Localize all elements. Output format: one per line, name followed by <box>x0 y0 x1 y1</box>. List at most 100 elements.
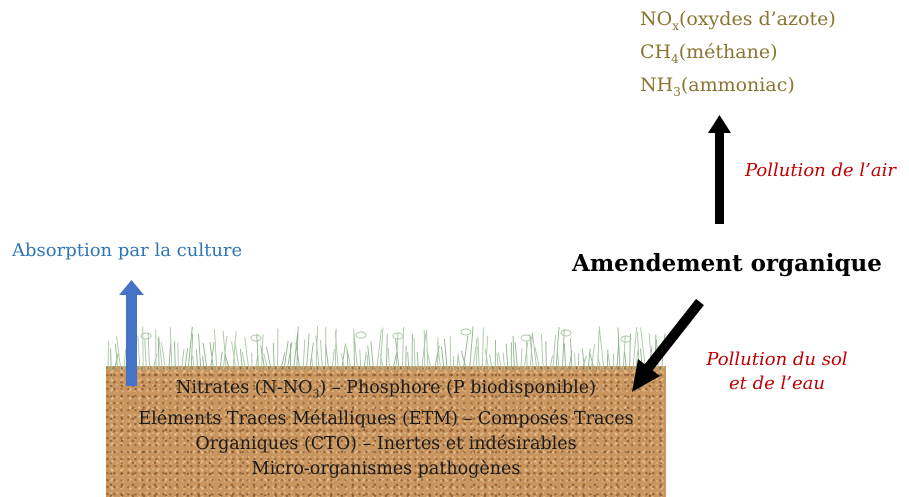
grass-blade <box>379 327 384 370</box>
grass-blade <box>353 328 359 370</box>
grass-blade <box>545 341 547 370</box>
grass-blade <box>320 340 323 370</box>
grass-blade <box>260 345 266 370</box>
grass-blade <box>256 333 259 370</box>
grass-blade <box>315 335 320 370</box>
grass-blade <box>311 354 314 370</box>
grass-blade <box>481 327 484 370</box>
grass-blade <box>244 337 250 370</box>
soil-line-1-b: ) – Phosphore (P biodisponible) <box>319 378 596 398</box>
grass-blade <box>266 346 272 370</box>
grass-blade <box>514 342 519 370</box>
grass-blade <box>497 351 503 370</box>
grass-flower <box>620 335 632 343</box>
gas-nh3-desc: (ammoniac) <box>680 73 795 96</box>
grass-blade <box>359 349 362 370</box>
grass-blade <box>484 348 490 370</box>
grass-blade <box>123 348 127 370</box>
grass-blade <box>534 347 541 370</box>
grass-blade <box>555 326 560 370</box>
grass-blade <box>202 355 205 370</box>
grass-blade <box>549 355 553 370</box>
grass-blade <box>520 348 523 370</box>
grass-blade <box>433 345 440 370</box>
grass-blade <box>239 349 243 370</box>
grass-blade <box>561 328 565 370</box>
grass-blade <box>421 333 427 370</box>
grass-blade <box>209 342 215 370</box>
grass-blade <box>606 349 609 370</box>
grass-blade <box>152 353 158 370</box>
grass-blade <box>232 331 237 370</box>
grass-blade <box>556 349 560 370</box>
grass-blade <box>597 355 602 370</box>
grass-blade <box>597 329 600 370</box>
grass-blade <box>607 352 611 370</box>
grass-blade <box>525 341 528 370</box>
grass-blade <box>261 334 264 370</box>
grass-blade <box>570 338 573 370</box>
grass-blade <box>581 348 586 370</box>
grass-blade <box>113 353 119 370</box>
grass-blade <box>401 327 404 370</box>
grass-blade <box>532 333 538 370</box>
soil-line-4: Micro-organismes pathogènes <box>251 458 521 479</box>
grass-blade <box>283 340 289 370</box>
soil-layer <box>106 366 666 497</box>
grass-blade <box>263 353 269 370</box>
grass-blade <box>213 329 218 370</box>
grass-blade <box>416 351 419 370</box>
soil-line-2: Eléments Traces Métalliques (ETM) – Comp… <box>138 408 634 429</box>
grass-blade <box>496 353 499 370</box>
grass-blade <box>110 348 112 370</box>
grass-blade <box>635 350 639 370</box>
grass-blade <box>137 335 141 370</box>
grass-blade <box>472 338 478 370</box>
gas-nox-subscript: x <box>672 18 679 33</box>
grass-blade <box>158 336 163 370</box>
grass-blade <box>196 349 199 370</box>
grass-blade <box>190 333 194 370</box>
grass-blade <box>457 353 461 370</box>
grass-blade <box>367 345 371 370</box>
gas-ch4-desc: (méthane) <box>678 40 778 63</box>
grass-blade <box>241 351 247 370</box>
grass-blade <box>379 353 384 370</box>
grass-blade <box>198 333 202 370</box>
grass-blade <box>502 352 506 370</box>
grass-blade <box>370 341 375 370</box>
grass-blade <box>295 342 301 370</box>
grass-blade <box>598 325 605 370</box>
grass-blade <box>443 338 448 370</box>
grass-blade <box>161 342 167 370</box>
grass-blade <box>469 326 474 370</box>
gas-nh3: NH3(ammoniac) <box>640 72 900 105</box>
grass-blade <box>590 344 596 370</box>
soil-pollution-arrow-icon <box>632 298 704 392</box>
grass-blade <box>305 333 310 370</box>
grass-blade <box>376 329 382 370</box>
grass-blade <box>624 352 627 370</box>
grass-flower <box>520 334 532 342</box>
grass-blade <box>341 343 346 370</box>
grass-blade <box>622 335 626 370</box>
grass-blade <box>334 331 339 370</box>
grass-blade <box>334 328 337 370</box>
grass-flower <box>140 332 152 340</box>
grass-blade <box>157 337 160 370</box>
soil-line-1-sub: 3 <box>312 387 320 401</box>
grass-blade <box>436 342 442 370</box>
grass-blade <box>340 353 346 370</box>
grass-blade <box>405 345 407 370</box>
grass-blade <box>147 332 151 370</box>
soil-line-1-a: Nitrates (N-NO <box>176 378 313 398</box>
grass-blade <box>107 341 110 370</box>
grass-blade <box>460 350 467 370</box>
grass-blade <box>202 342 208 370</box>
grass-blade <box>589 351 595 370</box>
grass-blade <box>174 341 176 370</box>
grass-blade <box>177 342 179 370</box>
grass-blade <box>485 335 489 370</box>
grass-blade <box>475 346 478 370</box>
grass-blade <box>224 353 231 370</box>
